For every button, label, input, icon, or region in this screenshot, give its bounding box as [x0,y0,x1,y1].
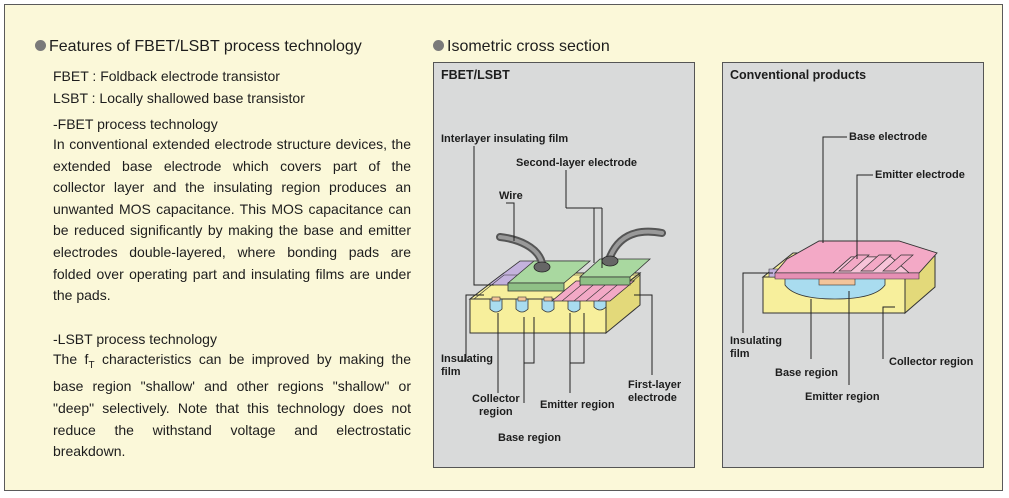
isometric-heading: Isometric cross section [433,38,610,56]
base-region-shapes [480,298,607,313]
panel-title-conventional: Conventional products [730,68,867,82]
bond-ball-right [601,255,619,267]
leader-lines [460,146,653,403]
label-emitter-region: Emitter region [540,399,615,411]
base-region-shape [784,276,886,300]
label-base-region: Base region [498,432,561,444]
label-base-region: Base region [775,367,838,379]
lsbt-section-title: -LSBT process technology [53,331,217,347]
fbet-definition: FBET : Foldback electrode transistor [53,68,280,84]
first-layer-electrode [550,280,636,302]
label-emitter-electrode: Emitter electrode [875,169,965,181]
lsbt-definition: LSBT : Locally shallowed base transistor [53,90,305,106]
features-heading: Features of FBET/LSBT process technology [35,38,362,56]
label-collector-region: Collector region [889,356,974,368]
features-heading-text: Features of FBET/LSBT process technology [49,38,362,55]
label-first-layer-electrode: First-layer electrode [628,379,682,404]
emitter-strip [517,296,527,302]
fbet-cross-section-diagram [460,146,666,403]
label-collector-region: Collector region [472,393,520,418]
content-frame: Features of FBET/LSBT process technology… [4,4,1003,491]
label-insulating-film: Insulating film [730,335,782,360]
label-second-layer-electrode: Second-layer electrode [516,157,638,169]
conventional-cross-section-diagram [742,136,938,385]
conventional-panel: Conventional products [722,62,984,468]
fbet-section-title: -FBET process technology [53,116,218,132]
label-emitter-region: Emitter region [805,391,880,403]
panel-title-fbet: FBET/LSBT [441,68,510,82]
leader-lines [742,136,895,385]
bullet-icon [35,40,46,51]
bullet-icon [433,40,444,51]
fbet-paragraph: In conventional extended electrode struc… [53,136,411,304]
label-interlayer-insulating-film: Interlayer insulating film [441,133,569,145]
ft-subscript: T [88,359,95,371]
lsbt-text-start: The f [53,351,89,367]
isometric-heading-text: Isometric cross section [447,38,610,55]
emitter-strip [491,296,501,302]
fbet-lsbt-panel: FBET/LSBT [433,62,695,468]
label-insulating-film: Insulating film [441,353,493,378]
label-wire: Wire [499,190,523,202]
bond-ball-left [533,261,551,273]
label-base-electrode: Base electrode [849,131,928,143]
lsbt-text-rest: characteristics can be improved by makin… [53,351,411,460]
lsbt-paragraph: The fT characteristics can be improved b… [53,349,411,463]
emitter-strip [543,296,553,302]
